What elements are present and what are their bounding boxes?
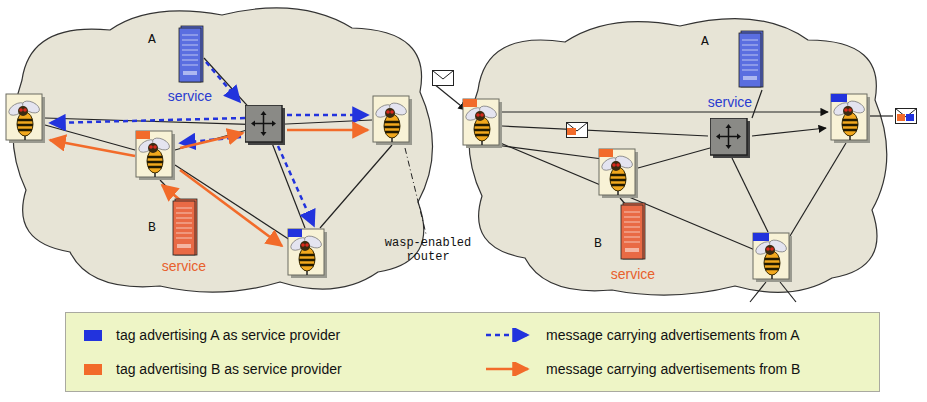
server-node: Bservice	[140, 198, 230, 274]
server-node: Bservice	[590, 200, 680, 282]
legend-text: message carrying advertisements from A	[546, 327, 800, 343]
legend-item: tag advertising B as service provider	[84, 359, 342, 379]
server-letter: A	[701, 34, 709, 49]
service-label: service	[168, 88, 212, 104]
service-label: service	[611, 266, 655, 282]
service-label: service	[708, 94, 752, 110]
legend-item: message carrying advertisements from B	[484, 359, 800, 379]
legend-box: tag advertising A as service provider tag…	[65, 312, 880, 392]
service-label: service	[162, 258, 206, 274]
line-sample	[484, 328, 532, 342]
server-node: Aservice	[140, 24, 240, 104]
legend-text: message carrying advertisements from B	[546, 361, 800, 377]
server-node: Aservice	[693, 26, 773, 110]
legend-text: tag advertising A as service provider	[116, 327, 340, 343]
color-swatch	[84, 364, 102, 375]
line-sample	[484, 362, 532, 376]
server-letter: B	[594, 236, 602, 251]
legend-text: tag advertising B as service provider	[116, 361, 342, 377]
callout-label: wasp-enabled router	[376, 236, 480, 264]
server-letter: A	[148, 32, 156, 47]
color-swatch	[84, 330, 102, 341]
server-letter: B	[148, 220, 156, 235]
legend-item: message carrying advertisements from A	[484, 325, 800, 345]
legend-item: tag advertising A as service provider	[84, 325, 340, 345]
